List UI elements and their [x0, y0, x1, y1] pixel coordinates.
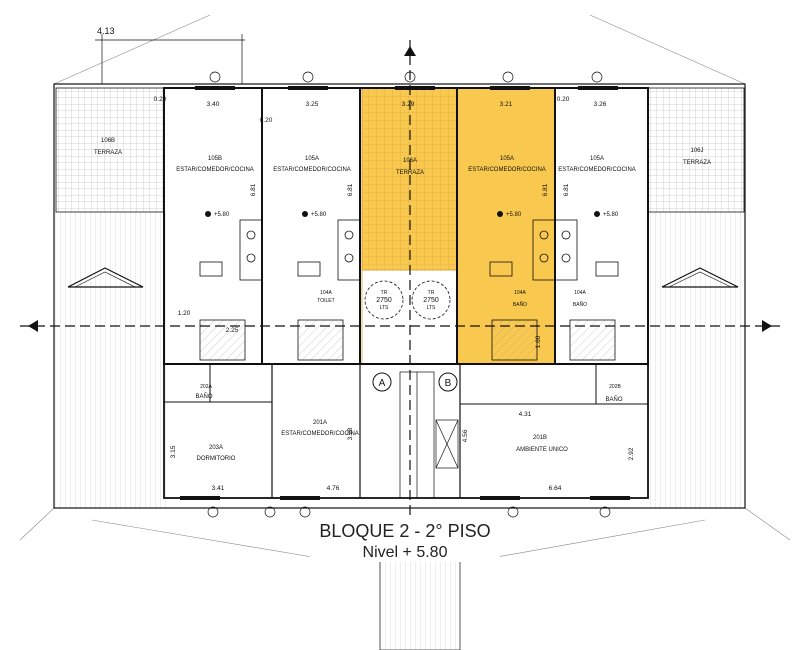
tank-2-label-2: 2750 — [423, 297, 439, 304]
axis-a-label: A — [379, 378, 386, 389]
room-name-terraza-left: TERRAZA — [94, 150, 122, 156]
room-code-106A: 106A — [403, 158, 417, 164]
room-name-bano-202A: BAÑO — [195, 393, 212, 400]
level-105B: +5.80 — [214, 212, 230, 218]
dim-4-31: 4.31 — [519, 411, 532, 418]
room-code-106B: 106B — [101, 138, 115, 144]
top-dimension: 4.13 — [95, 26, 245, 84]
dim-2-92: 2.92 — [628, 447, 635, 460]
room-name-105B: ESTAR/COMEDOR/COCINA — [176, 167, 254, 173]
tank-2-label-1: TR — [428, 290, 435, 296]
top-dimension-label: 4.13 — [97, 26, 115, 36]
dim-1-20: 1.20 — [178, 310, 191, 317]
room-name-105A-1: ESTAR/COMEDOR/COCINA — [273, 167, 351, 173]
dim-0-20-b: 0.20 — [260, 117, 273, 124]
roof-right-hatch — [648, 212, 745, 508]
room-name-bano-202B: BAÑO — [605, 396, 622, 403]
level-105A-3: +5.80 — [603, 212, 619, 218]
dim-3-40: 3.40 — [207, 101, 220, 108]
room-code-105A-1: 105A — [305, 156, 319, 162]
tank-1-label-3: LTS — [380, 305, 389, 311]
dim-4-56: 4.56 — [462, 429, 469, 442]
axis-b-label: B — [445, 378, 452, 389]
dim-6-64: 6.64 — [549, 485, 562, 492]
room-code-202B: 202B — [609, 384, 621, 390]
room-name-201B: AMBIENTE UNICO — [516, 447, 568, 453]
room-code-105A-2: 105A — [500, 156, 514, 162]
wc-blocks — [199, 319, 616, 361]
dimensions: 3.40 3.25 3.29 3.21 3.26 0.20 0.20 0.20 … — [154, 96, 635, 492]
drawing-subtitle: Nivel + 5.80 — [363, 544, 448, 561]
dim-3-21: 3.21 — [500, 101, 513, 108]
water-tanks: TR 2750 LTS TR 2750 LTS — [364, 280, 451, 320]
dim-3-26: 3.26 — [594, 101, 607, 108]
room-name-terraza-center: TERRAZA — [396, 170, 424, 176]
dim-3-15: 3.15 — [170, 445, 177, 458]
terraza-right-grid — [647, 87, 745, 213]
room-code-202A: 202A — [200, 384, 212, 390]
dim-6-81-d: 6.81 — [563, 183, 570, 196]
room-code-201A: 201A — [313, 420, 327, 426]
dim-6-81-b: 6.81 — [347, 183, 354, 196]
roof-left-hatch — [54, 212, 166, 508]
tank-1-label-2: 2750 — [376, 297, 392, 304]
dim-6-81-c: 6.81 — [542, 183, 549, 196]
room-code-104A-2: 104A — [514, 290, 526, 296]
dim-6-81-a: 6.81 — [250, 183, 257, 196]
dim-3-98: 3.98 — [347, 427, 354, 440]
dim-0-20-a: 0.20 — [154, 96, 167, 103]
roof-outline — [53, 83, 746, 509]
staircase — [379, 371, 461, 650]
room-code-105A-3: 105A — [590, 156, 604, 162]
dim-3-29: 3.29 — [402, 101, 415, 108]
room-name-terraza-right: TERRAZA — [683, 160, 711, 166]
room-name-201A: ESTAR/COMEDOR/COCINA — [281, 431, 359, 437]
room-name-bano-3: BAÑO — [573, 301, 587, 308]
windows-top — [180, 86, 630, 500]
room-name-dormitorio: DORMITORIO — [197, 456, 236, 462]
dim-1-60: 1.60 — [535, 335, 542, 348]
dim-0-20-c: 0.20 — [557, 96, 570, 103]
tank-2-label-3: LTS — [427, 305, 436, 311]
axis-bubble-a: A — [372, 372, 392, 392]
room-code-104A-1: 104A — [320, 290, 332, 296]
tank-1-label-1: TR — [381, 290, 388, 296]
axis-bubble-b: B — [438, 372, 458, 392]
dim-3-25: 3.25 — [306, 101, 319, 108]
dim-3-41: 3.41 — [212, 485, 225, 492]
level-105A-1: +5.80 — [311, 212, 327, 218]
dim-4-76: 4.76 — [327, 485, 340, 492]
room-name-toilet-1: TOILET — [317, 298, 334, 304]
room-code-203A: 203A — [209, 445, 223, 451]
room-code-105B: 105B — [208, 156, 222, 162]
roof-guides — [19, 14, 791, 561]
room-name-105A-3: ESTAR/COMEDOR/COCINA — [558, 167, 636, 173]
window-callouts — [207, 71, 611, 518]
room-name-bano-2: BAÑO — [513, 301, 527, 308]
room-code-201B: 201B — [533, 435, 547, 441]
level-105A-2: +5.80 — [506, 212, 522, 218]
room-code-104A-3: 104A — [574, 290, 586, 296]
room-code-106J: 106J — [690, 148, 703, 154]
dim-2-25: 2.25 — [226, 327, 239, 334]
kitchens — [199, 219, 619, 281]
drawing-title: BLOQUE 2 - 2° PISO — [319, 521, 490, 541]
room-name-105A-2: ESTAR/COMEDOR/COCINA — [468, 167, 546, 173]
